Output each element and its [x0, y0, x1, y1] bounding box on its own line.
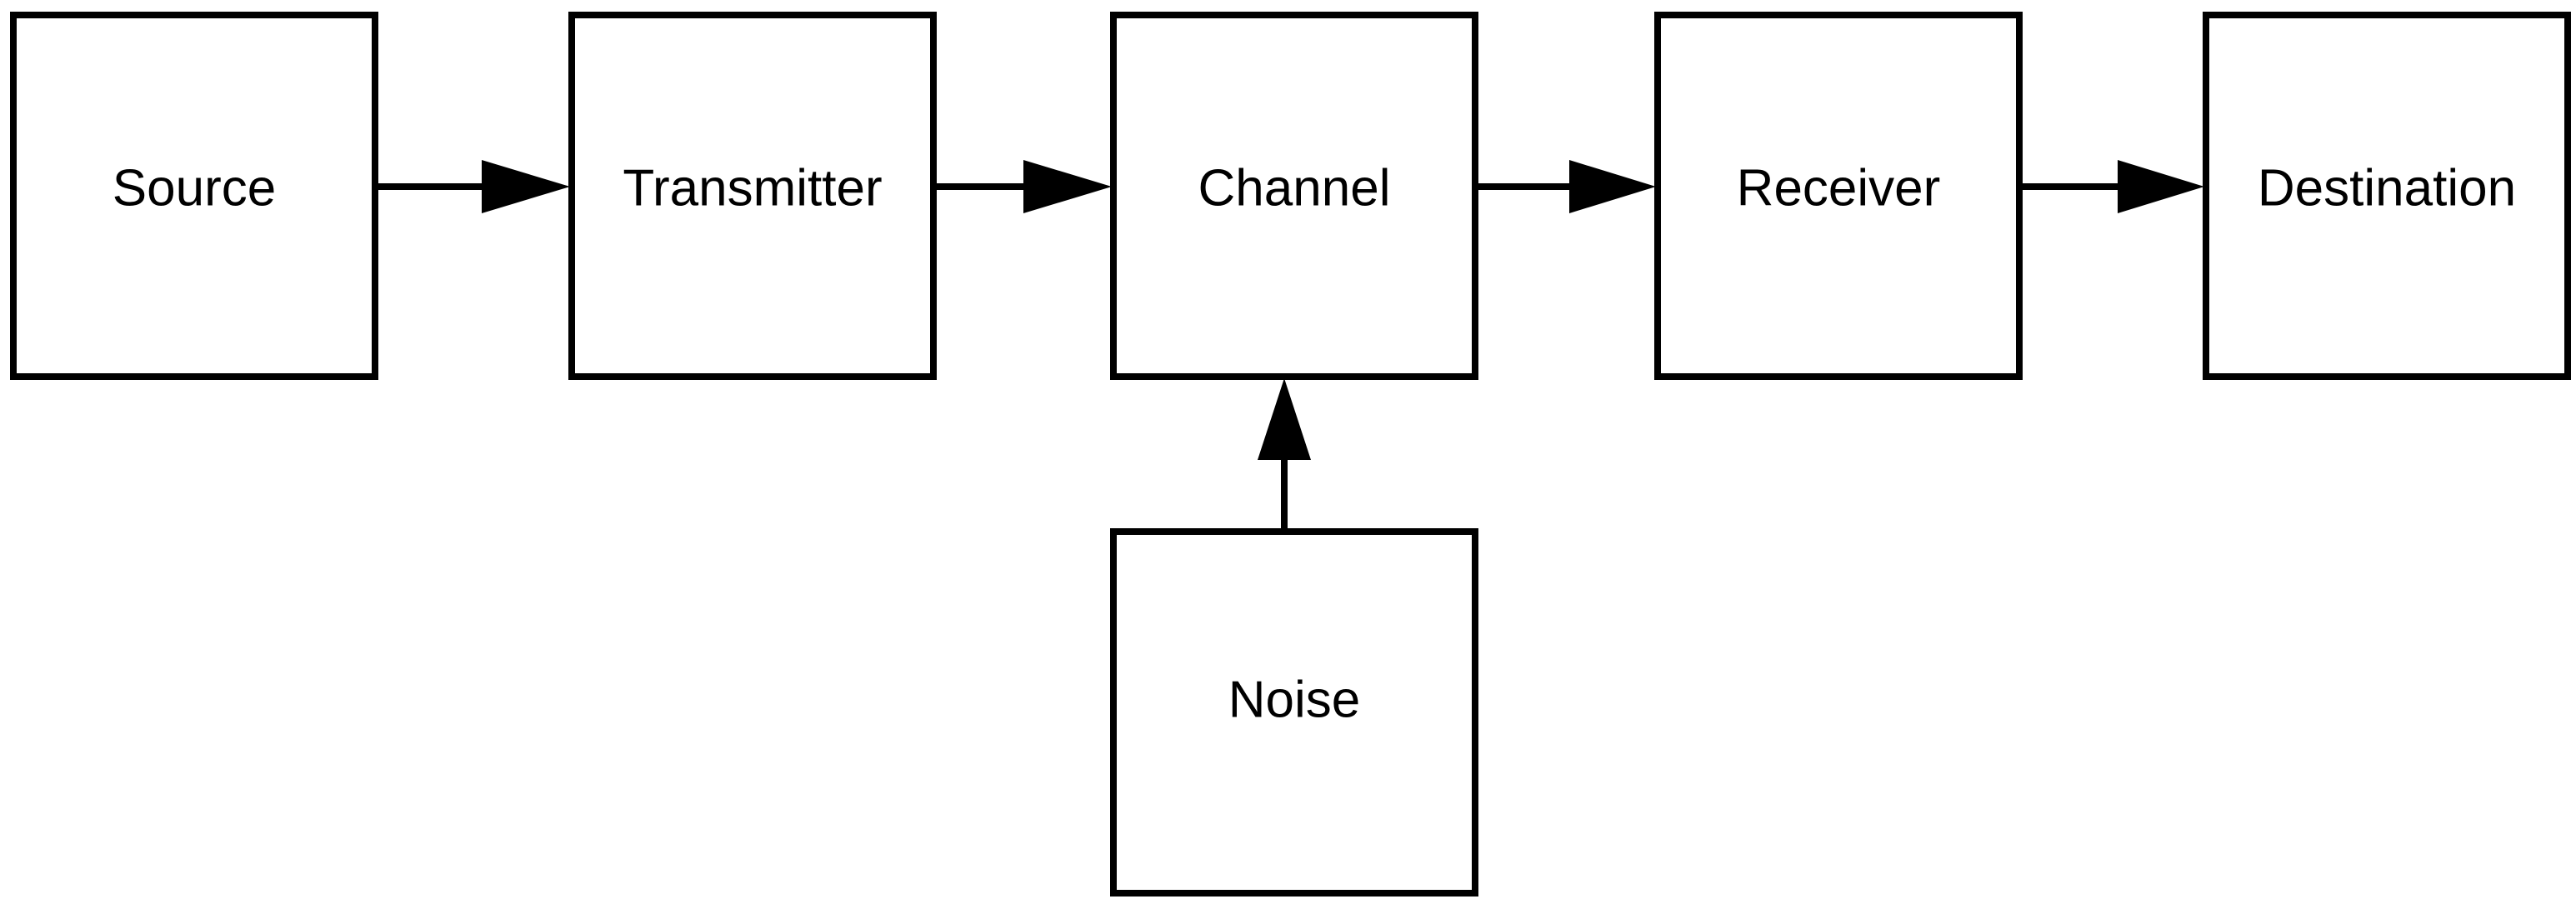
node-destination: Destination — [2203, 12, 2571, 380]
node-source: Source — [10, 12, 378, 380]
node-source-label: Source — [113, 160, 276, 217]
node-noise-label: Noise — [1228, 672, 1361, 729]
arrow-noise-to-channel — [1258, 378, 1311, 532]
node-receiver: Receiver — [1654, 12, 2023, 380]
node-transmitter: Transmitter — [568, 12, 937, 380]
node-receiver-label: Receiver — [1737, 160, 1941, 217]
arrow-channel-to-receiver — [1475, 160, 1656, 213]
node-transmitter-label: Transmitter — [623, 160, 882, 217]
arrow-source-to-transmitter — [375, 160, 570, 213]
node-noise: Noise — [1110, 528, 1478, 897]
node-destination-label: Destination — [2258, 160, 2516, 217]
node-channel: Channel — [1110, 12, 1478, 380]
arrow-receiver-to-destination — [2019, 160, 2204, 213]
arrow-transmitter-to-channel — [933, 160, 1112, 213]
node-channel-label: Channel — [1198, 160, 1391, 217]
